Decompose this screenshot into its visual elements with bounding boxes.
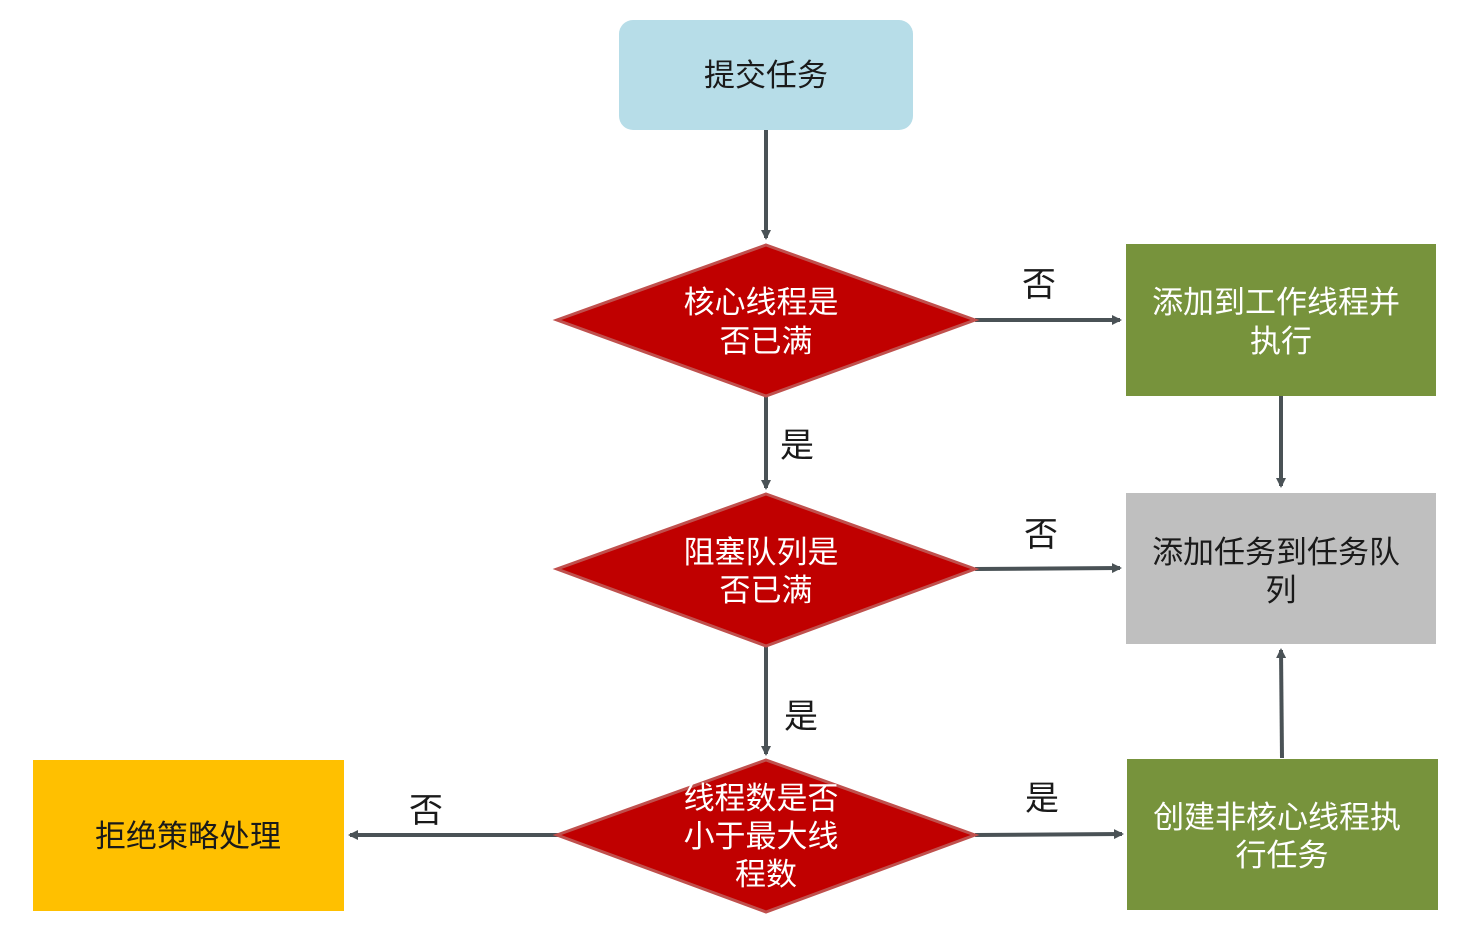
thread-less-max-line-1: 线程数是否 xyxy=(684,781,839,817)
add-worker-line-1: 添加到工作线程并 xyxy=(1152,285,1400,321)
create-noncore-line-1: 创建非核心线程执 xyxy=(1153,800,1401,836)
node-add-worker: 添加到工作线程并 执行 xyxy=(1126,244,1436,396)
edge-labels: 否 是 否 是 否 是 xyxy=(409,265,1059,831)
add-queue-line-2: 列 xyxy=(1266,573,1297,609)
arrow-max-to-noncore xyxy=(974,829,1124,840)
thread-less-max-text: 线程数是否 小于最大线 程数 xyxy=(684,781,849,893)
core-full-diamond xyxy=(552,243,980,398)
reject-box xyxy=(33,760,344,911)
add-worker-text: 添加到工作线程并 执行 xyxy=(1152,285,1410,360)
submit-task-text: 提交任务 xyxy=(704,58,828,94)
thread-less-max-line-2: 小于最大线 xyxy=(684,819,839,855)
add-worker-box xyxy=(1126,244,1436,396)
submit-task-box xyxy=(619,20,913,130)
core-full-line-2: 否已满 xyxy=(720,324,813,360)
connectors xyxy=(348,130,1287,840)
arrow-noncore-to-addqueue xyxy=(1276,648,1287,759)
create-noncore-text: 创建非核心线程执 行任务 xyxy=(1153,800,1411,874)
create-noncore-box xyxy=(1127,759,1438,910)
decision-thread-less-max: 线程数是否 小于最大线 程数 xyxy=(552,758,980,914)
arrow-queue-to-addqueue xyxy=(974,563,1122,574)
core-full-text: 核心线程是 否已满 xyxy=(684,285,849,360)
queue-full-line-2: 否已满 xyxy=(720,573,813,609)
decision-queue-full: 阻塞队列是 否已满 xyxy=(552,492,980,648)
thread-less-max-line-3: 程数 xyxy=(735,857,797,893)
add-queue-text: 添加任务到任务队 列 xyxy=(1152,535,1410,609)
decision-core-full: 核心线程是 否已满 xyxy=(552,243,980,398)
add-worker-line-2: 执行 xyxy=(1250,324,1312,360)
node-reject: 拒绝策略处理 xyxy=(33,760,344,911)
queue-full-text: 阻塞队列是 否已满 xyxy=(684,535,849,609)
edge-label-max-no: 否 xyxy=(409,791,443,831)
queue-full-diamond xyxy=(552,492,980,648)
create-noncore-line-2: 行任务 xyxy=(1236,838,1329,874)
add-queue-line-1: 添加任务到任务队 xyxy=(1152,535,1400,571)
queue-full-line-1: 阻塞队列是 xyxy=(684,535,839,571)
edge-label-max-yes: 是 xyxy=(1025,779,1059,819)
edge-label-queue-no: 否 xyxy=(1024,515,1058,555)
thread-less-max-diamond xyxy=(552,758,980,914)
node-add-queue: 添加任务到任务队 列 xyxy=(1126,493,1436,644)
node-create-noncore: 创建非核心线程执 行任务 xyxy=(1127,759,1438,910)
node-submit-task: 提交任务 xyxy=(619,20,913,130)
core-full-line-1: 核心线程是 xyxy=(684,285,839,321)
add-queue-box xyxy=(1126,493,1436,644)
edge-label-queue-yes: 是 xyxy=(784,697,818,737)
edge-label-core-no: 否 xyxy=(1022,265,1056,305)
edge-label-core-yes: 是 xyxy=(780,426,814,466)
reject-text: 拒绝策略处理 xyxy=(95,819,281,855)
